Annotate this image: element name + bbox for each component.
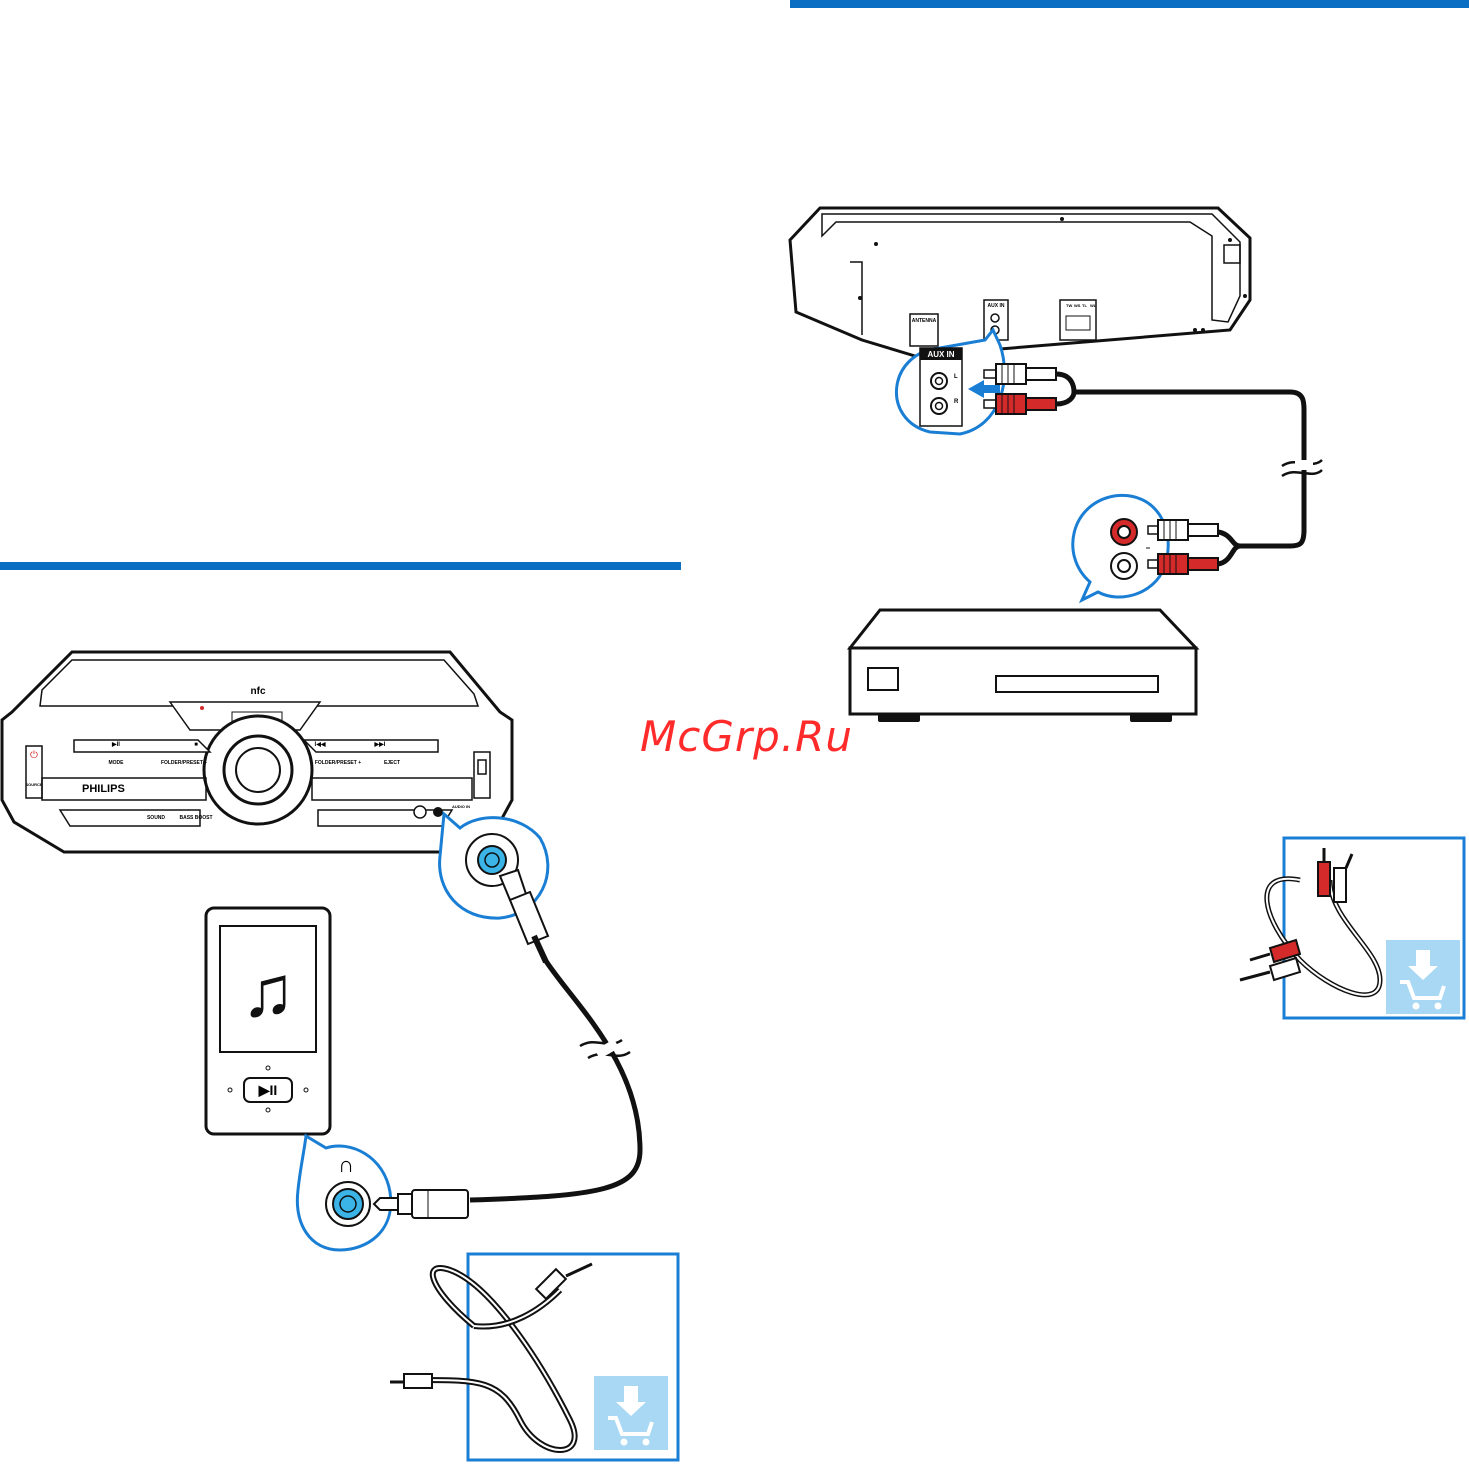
watermark: McGrp.Ru [640,712,853,761]
svg-text:WS: WS [1074,303,1081,308]
aux-cable-accessory-box [390,1254,678,1460]
aux-l-label: L [954,374,958,380]
folder-minus-caption: FOLDER/PRESET – [161,760,207,766]
rca-cable-accessory-box [1240,838,1464,1018]
nfc-label: nfc [251,686,266,697]
brand-logo: PHILIPS [82,783,125,795]
headphone-icon: ∩ [338,1152,354,1177]
next-button-label: ▶▶I [374,741,386,748]
mode-caption: MODE [109,760,125,766]
sound-label: SOUND [147,815,165,821]
svg-text:WL: WL [1090,303,1097,308]
prev-button-label: I◀◀ [315,741,326,748]
stop-button-label: ■ [194,742,198,748]
power-icon: ⏻ [30,750,38,761]
aux-in-zoom-title: AUX IN [927,350,954,359]
audio-in-label: AUDIO IN [452,804,470,809]
music-note-icon: ♫ [241,952,295,1032]
portable-music-player: ♫ ▶II [206,908,330,1134]
antenna-label: ANTENNA [912,318,937,324]
headphone-jack-zoom-callout: ∩ [297,1136,390,1250]
source-label: SOURCE [25,782,42,787]
speaker-rear-panel: ANTENNA AUX IN TW WS TL WL [790,208,1250,356]
svg-text:TL: TL [1082,303,1087,308]
speaker-front: nfc ▶II ■ I◀◀ ▶▶I MODE FOLDER/PRESET – F… [2,652,512,852]
play-pause-icon: ▶II [258,1082,278,1098]
external-player-device [850,610,1196,722]
eject-caption: EJECT [384,760,400,766]
svg-text:TW: TW [1066,303,1072,308]
bass-boost-label: BASS BOOST [179,815,212,821]
device-rca-zoom-callout [1073,495,1168,600]
aux-in-small-label: AUX IN [988,303,1005,309]
aux-r-label: R [954,399,959,405]
folder-plus-caption: FOLDER/PRESET + [315,760,361,766]
play-pause-button-label: ▶II [111,741,120,748]
speaker-terminal-labels: TW WS TL WL [1066,303,1097,308]
